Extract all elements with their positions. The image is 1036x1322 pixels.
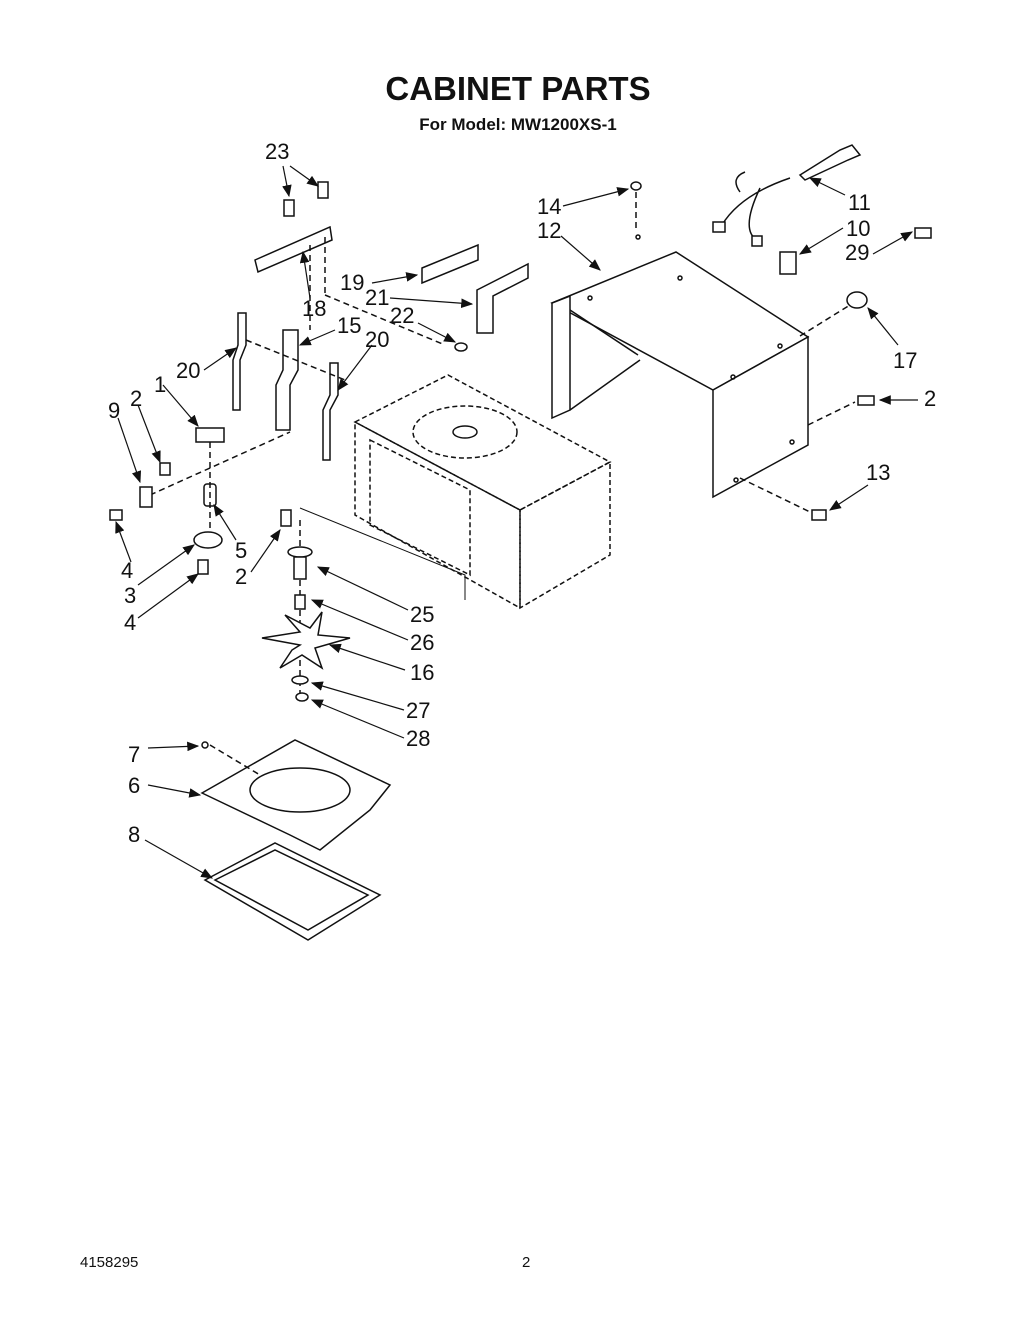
screw-4b-part [197, 559, 209, 575]
screw-2a-part [159, 462, 171, 476]
callout-25: 25 [410, 602, 435, 627]
screw-13-part [811, 509, 827, 521]
bracket-20-right-part [322, 362, 339, 461]
callout-16: 16 [410, 660, 435, 685]
callout-26: 26 [410, 630, 435, 655]
callout-7: 7 [128, 742, 141, 767]
screw-4a-part [109, 509, 123, 521]
callout-6: 6 [128, 773, 141, 798]
latch-15-part [275, 329, 299, 431]
switch-1-part [195, 427, 225, 443]
power-cord-11-part [798, 144, 862, 181]
page-title: CABINET PARTS [385, 70, 651, 107]
switch-9-part [139, 486, 153, 508]
callout-21: 21 [365, 285, 390, 310]
terminal-10-part [779, 251, 797, 275]
gasket-21-part [476, 262, 529, 334]
callout-18: 18 [302, 296, 327, 321]
page-number: 2 [522, 1254, 531, 1271]
screw-23a-part [283, 199, 295, 217]
washer-27-part [291, 675, 309, 685]
spacer-26-part [294, 594, 306, 610]
plug-14-part [630, 181, 642, 191]
callout-14: 14 [537, 194, 562, 219]
callout-23: 23 [265, 139, 290, 164]
callout-4-bottom: 4 [124, 610, 137, 635]
callout-11: 11 [848, 190, 871, 215]
callout-19: 19 [340, 270, 365, 295]
leader-lines [115, 165, 918, 879]
fan-blade-16-part [261, 611, 351, 670]
bracket-20-left-part [232, 312, 247, 411]
callout-22: 22 [390, 303, 415, 328]
callout-2-left: 2 [130, 386, 143, 411]
grommet-17-part [846, 291, 868, 309]
nut-28-part [295, 692, 309, 702]
screw-2c-part [857, 395, 875, 406]
document-number: 4158295 [80, 1254, 139, 1271]
wire-harness-part [721, 171, 791, 241]
bracket-18-part [254, 225, 333, 274]
gasket-19-part [421, 243, 479, 285]
turntable-hub [452, 425, 478, 439]
callout-29: 29 [845, 240, 870, 265]
callout-27: 27 [406, 698, 431, 723]
callout-2-right: 2 [924, 386, 937, 411]
callout-3: 3 [124, 583, 137, 608]
screw-7-part [201, 741, 209, 749]
callout-1: 1 [154, 372, 167, 397]
base-pan-6-part [200, 739, 392, 851]
callout-5: 5 [235, 538, 248, 563]
cabinet-wrapper-part [550, 234, 810, 499]
callout-17: 17 [893, 348, 918, 373]
callout-13: 13 [866, 460, 891, 485]
callout-12: 12 [537, 218, 562, 243]
oven-cavity-outline [353, 374, 612, 610]
callout-10: 10 [846, 216, 871, 241]
coupler-25-part [287, 546, 313, 558]
model-subtitle: For Model: MW1200XS-1 [419, 115, 617, 134]
filter-8-part [203, 842, 382, 941]
callout-15: 15 [337, 313, 362, 338]
callout-4-top: 4 [121, 558, 134, 583]
callout-28: 28 [406, 726, 431, 751]
screw-29-part [914, 227, 932, 239]
callout-9: 9 [108, 398, 121, 423]
screw-2b-part [280, 509, 292, 527]
callout-20-right: 20 [365, 327, 390, 352]
screw-23b-part [317, 181, 329, 199]
callout-20-left: 20 [176, 358, 201, 383]
thermostat-3-part [193, 531, 223, 549]
callout-8: 8 [128, 822, 141, 847]
nut-22-part [454, 342, 468, 352]
callout-2-middle: 2 [235, 564, 248, 589]
